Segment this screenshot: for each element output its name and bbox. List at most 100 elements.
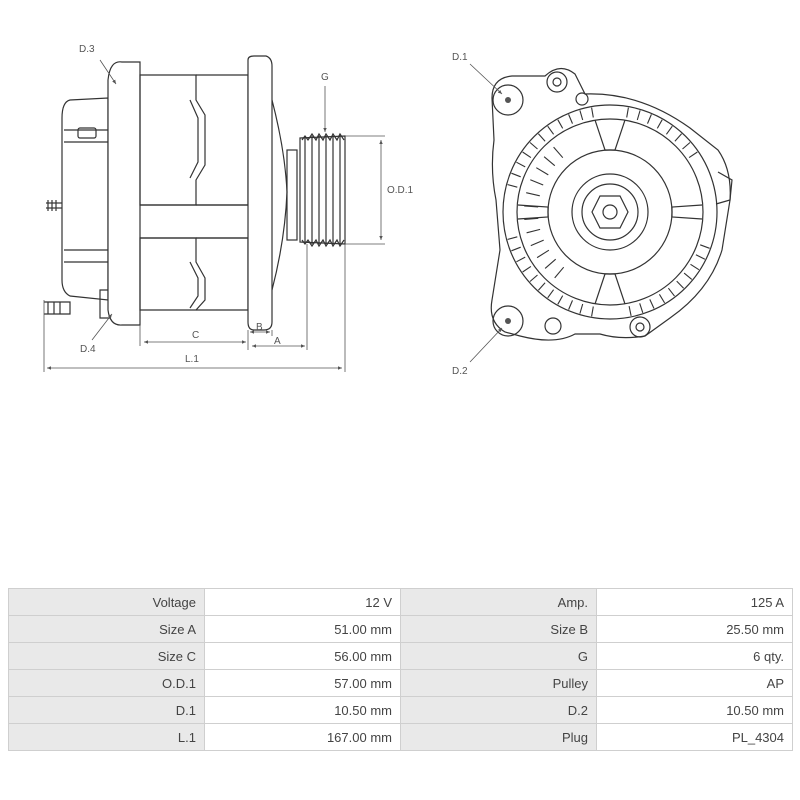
table-row: D.1 10.50 mm D.2 10.50 mm bbox=[8, 696, 793, 724]
spec-value: 25.50 mm bbox=[596, 615, 793, 643]
cooling-slot bbox=[547, 125, 555, 135]
cooling-slot bbox=[656, 119, 663, 129]
cooling-slot bbox=[553, 146, 564, 159]
cooling-slots bbox=[507, 107, 710, 317]
spec-value: 51.00 mm bbox=[204, 615, 401, 643]
label-b: B bbox=[256, 322, 263, 333]
cooling-slot bbox=[639, 303, 644, 313]
label-d4: D.4 bbox=[80, 344, 96, 355]
cooling-slot bbox=[507, 236, 518, 240]
cooling-slot bbox=[511, 172, 521, 178]
cooling-slot bbox=[683, 272, 693, 280]
table-row: Voltage 12 V Amp. 125 A bbox=[8, 588, 793, 616]
cooling-slot bbox=[568, 114, 574, 124]
spec-label: G bbox=[400, 642, 597, 670]
cooling-slot bbox=[530, 179, 544, 186]
cooling-slot bbox=[667, 287, 675, 297]
label-g: G bbox=[321, 72, 329, 83]
table-row: O.D.1 57.00 mm Pulley AP bbox=[8, 669, 793, 697]
cooling-slot bbox=[511, 246, 521, 252]
cooling-slot bbox=[529, 142, 538, 150]
cooling-slot bbox=[579, 303, 584, 314]
cooling-slot bbox=[522, 265, 532, 273]
spec-table: Voltage 12 V Amp. 125 A Size A 51.00 mm … bbox=[8, 588, 793, 751]
table-row: Size A 51.00 mm Size B 25.50 mm bbox=[8, 615, 793, 643]
spec-label: D.1 bbox=[8, 696, 205, 724]
table-row: Size C 56.00 mm G 6 qty. bbox=[8, 642, 793, 670]
table-row: L.1 167.00 mm Plug PL_4304 bbox=[8, 723, 793, 751]
cooling-slot bbox=[530, 239, 544, 247]
cooling-slot bbox=[554, 266, 565, 279]
cooling-slot bbox=[628, 305, 632, 317]
spec-label: D.2 bbox=[400, 696, 597, 724]
spec-label: O.D.1 bbox=[8, 669, 205, 697]
front-view-dimensions bbox=[469, 63, 503, 363]
spec-label: Pulley bbox=[400, 669, 597, 697]
label-od1: O.D.1 bbox=[387, 185, 414, 196]
spec-value: 6 qty. bbox=[596, 642, 793, 670]
cooling-slot bbox=[526, 192, 540, 197]
alternator-technical-drawing: D.3 D.4 G O.D.1 C B A L.1 bbox=[43, 44, 733, 377]
cooling-slot bbox=[516, 256, 526, 263]
cooling-slot bbox=[507, 184, 518, 188]
cooling-slot bbox=[536, 167, 549, 176]
cooling-slot bbox=[516, 161, 526, 168]
spec-value: AP bbox=[596, 669, 793, 697]
spec-label: L.1 bbox=[8, 723, 205, 751]
cooling-slot bbox=[688, 151, 698, 159]
cooling-slot bbox=[526, 228, 541, 234]
alternator-front-view bbox=[490, 67, 733, 341]
cooling-slot bbox=[568, 300, 574, 310]
label-d2: D.2 bbox=[452, 366, 468, 377]
spec-value: 12 V bbox=[204, 588, 401, 616]
alternator-side-view bbox=[44, 55, 346, 331]
label-d3: D.3 bbox=[79, 44, 95, 55]
spec-label: Voltage bbox=[8, 588, 205, 616]
cooling-slot bbox=[591, 107, 594, 118]
spec-label: Amp. bbox=[400, 588, 597, 616]
label-c: C bbox=[192, 330, 199, 341]
spec-value: 125 A bbox=[596, 588, 793, 616]
cooling-slot bbox=[665, 125, 673, 135]
cooling-slot bbox=[676, 280, 684, 289]
cooling-slot bbox=[557, 295, 564, 305]
spec-value: PL_4304 bbox=[596, 723, 793, 751]
spec-value: 10.50 mm bbox=[596, 696, 793, 724]
cooling-slot bbox=[591, 306, 594, 317]
cooling-slot bbox=[682, 142, 691, 150]
spec-label: Size A bbox=[8, 615, 205, 643]
cooling-slot bbox=[544, 258, 557, 269]
spec-value: 167.00 mm bbox=[204, 723, 401, 751]
cooling-slot bbox=[524, 217, 539, 221]
spec-value: 10.50 mm bbox=[204, 696, 401, 724]
cooling-slot bbox=[537, 133, 546, 142]
spec-value: 56.00 mm bbox=[204, 642, 401, 670]
cooling-slot bbox=[674, 133, 683, 142]
cooling-slot bbox=[547, 289, 555, 299]
side-view-dimensions bbox=[43, 59, 385, 372]
cooling-slot bbox=[557, 119, 564, 129]
label-a: A bbox=[274, 336, 281, 347]
cooling-slot bbox=[524, 205, 539, 208]
cooling-slot bbox=[529, 274, 538, 282]
label-l1: L.1 bbox=[185, 354, 199, 365]
cooling-slot bbox=[649, 299, 655, 309]
cooling-slot bbox=[700, 244, 710, 249]
spec-value: 57.00 mm bbox=[204, 669, 401, 697]
cooling-slot bbox=[579, 110, 584, 121]
cooling-slot bbox=[537, 282, 546, 291]
spec-label: Plug bbox=[400, 723, 597, 751]
cooling-slot bbox=[658, 294, 666, 304]
cooling-slot bbox=[626, 107, 629, 118]
cooling-slot bbox=[536, 249, 550, 259]
mounting-holes bbox=[505, 97, 511, 324]
spec-label: Size C bbox=[8, 642, 205, 670]
cooling-slot bbox=[695, 254, 706, 260]
cooling-slot bbox=[522, 151, 532, 159]
spec-label: Size B bbox=[400, 615, 597, 643]
label-d1: D.1 bbox=[452, 52, 468, 63]
cooling-slot bbox=[543, 156, 556, 167]
cooling-slot bbox=[636, 110, 641, 121]
cooling-slot bbox=[646, 114, 652, 124]
cooling-slot bbox=[690, 263, 700, 271]
